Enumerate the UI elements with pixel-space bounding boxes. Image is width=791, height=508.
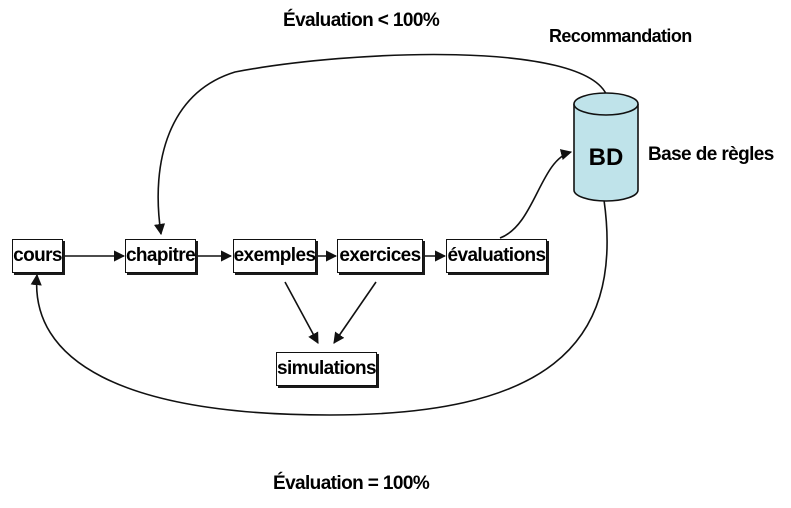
arrow-exercices-to-simulations: [333, 281, 377, 344]
node-evaluations: évaluations: [446, 239, 547, 273]
recommendation-label: Recommandation: [549, 26, 692, 46]
node-exemples: exemples: [233, 239, 316, 273]
database-cylinder: BD: [573, 92, 639, 202]
database-label: BD: [589, 144, 624, 171]
arrow-bd-to-cours: [30, 199, 608, 416]
node-exercices: exercices: [337, 239, 423, 273]
arrow-evaluations-to-bd: [499, 149, 573, 239]
database-top: [573, 92, 639, 116]
node-simulations: simulations: [276, 352, 377, 386]
node-cours: cours: [12, 239, 63, 273]
rule-base-label: Base de règles: [648, 144, 774, 165]
node-chapitre: chapitre: [125, 239, 196, 273]
arrow-exemples-to-simulations: [284, 281, 319, 344]
bottom-feedback-label: Évaluation = 100%: [273, 473, 430, 494]
database-body: [573, 104, 639, 202]
arrow-bd-to-chapitre: [153, 53, 608, 236]
top-feedback-label: Évaluation < 100%: [283, 10, 440, 31]
